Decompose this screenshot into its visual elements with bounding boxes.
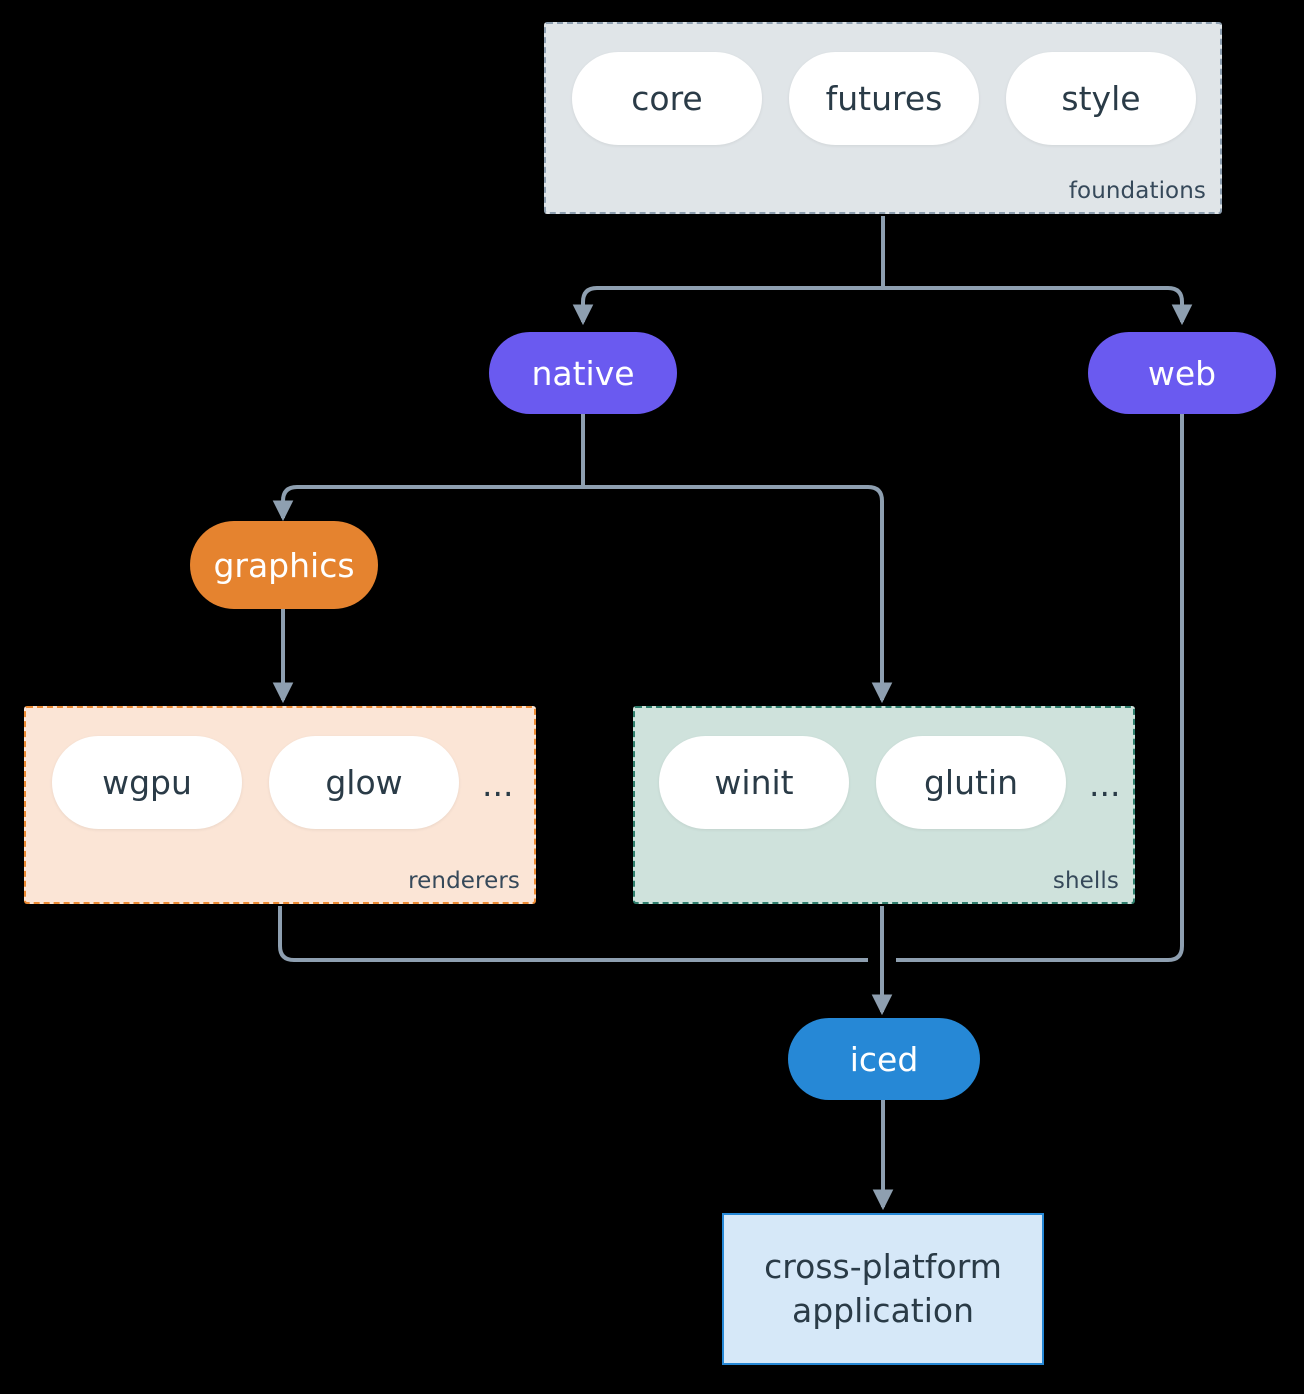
node-core[interactable]: core [572,52,762,145]
edge-native-to-shells [583,485,893,704]
node-web-label: web [1147,353,1217,393]
edge-foundations-to-web [883,286,1193,326]
application-label-line2: application [791,1291,975,1330]
node-application[interactable]: cross-platform application [722,1213,1044,1365]
node-graphics-label: graphics [213,545,355,585]
node-iced-label: iced [849,1039,919,1079]
group-foundations-label: foundations [1068,178,1206,204]
shells-more-ellipsis: ... [1089,765,1121,804]
group-renderers: wgpu glow ... renderers [24,706,536,904]
group-shells: winit glutin ... shells [633,706,1135,904]
node-core-label: core [631,79,703,118]
node-glutin[interactable]: glutin [876,736,1066,829]
node-iced[interactable]: iced [788,1018,980,1100]
renderers-more-ellipsis: ... [482,765,514,804]
node-winit-label: winit [714,763,794,802]
node-glow[interactable]: glow [269,736,459,829]
node-native-label: native [531,353,635,393]
group-renderers-label: renderers [408,868,520,894]
node-native[interactable]: native [489,332,677,414]
group-foundations: core futures style foundations [544,22,1222,214]
group-shells-label: shells [1052,868,1119,894]
node-glow-label: glow [325,763,403,802]
node-graphics[interactable]: graphics [190,521,378,609]
node-futures[interactable]: futures [789,52,979,145]
node-glutin-label: glutin [923,763,1019,802]
edge-foundations-to-native [572,286,883,326]
node-web[interactable]: web [1088,332,1276,414]
node-style-label: style [1061,79,1141,118]
node-futures-label: futures [825,79,943,118]
edge-native-to-graphics [272,485,583,522]
node-style[interactable]: style [1006,52,1196,145]
application-label-line1: cross-platform [764,1247,1002,1287]
edge-renderers-to-iced [278,906,868,962]
node-wgpu-label: wgpu [102,763,192,802]
node-wgpu[interactable]: wgpu [52,736,242,829]
node-winit[interactable]: winit [659,736,849,829]
